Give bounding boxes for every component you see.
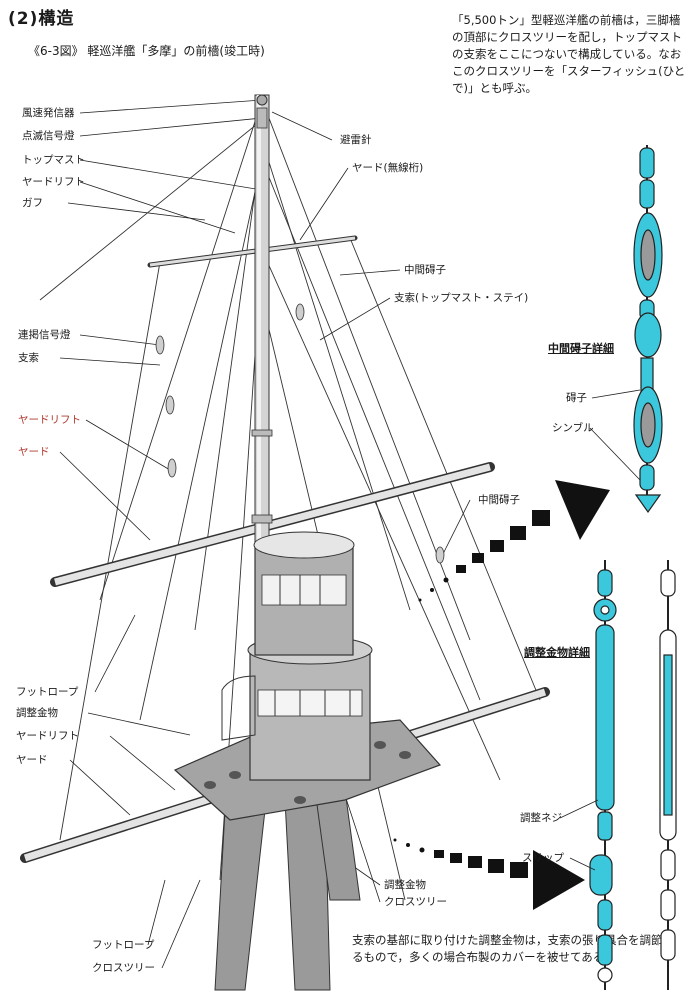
label-flashing-signal-lamp: 点滅信号燈 — [22, 130, 75, 142]
leader-lines — [59, 99, 471, 969]
label-gaff: ガフ — [22, 197, 43, 209]
arrow-to-turnbuckle — [393, 838, 585, 910]
label-signal-lamp-string: 連掲信号燈 — [18, 329, 71, 341]
upper-yard — [147, 235, 358, 268]
label-footrope-1: フットロープ — [16, 686, 79, 698]
turnbuckle-detail-title: 調整金物詳細 — [524, 646, 590, 659]
label-yard-2: ヤード — [16, 754, 48, 766]
insulator-detail-title: 中間碍子詳細 — [548, 342, 614, 355]
main-yard — [50, 462, 495, 587]
label-adjuster-1: 調整金物 — [16, 707, 58, 719]
label-yard-1: ヤード — [18, 446, 50, 458]
label-insulator-1: 中間碍子 — [404, 264, 446, 276]
label-topmast: トップマスト — [22, 154, 85, 166]
insulator-detail — [589, 145, 663, 514]
label-adjusting-screw: 調整ネジ — [520, 812, 562, 824]
section-title: (2)構造 — [8, 9, 75, 29]
label-yard-lift-3: ヤードリフト — [16, 730, 79, 742]
label-crosstree-1: クロスツリー — [92, 962, 155, 974]
label-slip: スリップ — [522, 852, 564, 864]
label-footrope-2: フットロープ — [92, 939, 155, 951]
tripod-legs — [214, 789, 361, 991]
insulators — [155, 303, 445, 564]
label-wireless-yard: ヤード(無線桁) — [352, 162, 424, 174]
figure-caption: 《6-3図》 軽巡洋艦「多摩」の前檣(竣工時) — [28, 44, 265, 58]
top-mast — [251, 94, 273, 546]
label-thimble: シンブル — [552, 422, 594, 434]
bottom-note: 支索の基部に取り付けた調整金物は，支索の張り具合を調節するもので，多くの場合布製… — [352, 933, 674, 964]
turnbuckle-detail — [559, 560, 677, 990]
label-insulator-2: 中間碍子 — [478, 494, 520, 506]
director-tower — [253, 531, 355, 656]
label-stay: 支索 — [18, 352, 39, 364]
label-yard-lift-1: ヤードリフト — [22, 176, 85, 188]
intro-note: 「5,500トン」型軽巡洋艦の前檣は，三脚檣の頂部にクロスツリーを配し，トップマ… — [452, 13, 686, 95]
label-wind-transmitter: 風速発信器 — [22, 107, 75, 119]
label-crosstree-2: クロスツリー — [384, 896, 447, 908]
label-topmast-stay: 支索(トップマスト・ステイ) — [394, 292, 529, 304]
label-yard-lift-2: ヤードリフト — [18, 414, 81, 426]
control-house — [221, 635, 373, 781]
label-adjuster-2: 調整金物 — [384, 879, 426, 891]
label-lightning-rod: 避雷針 — [340, 134, 372, 146]
arrow-to-insulator — [418, 480, 610, 602]
label-insulator-part: 碍子 — [566, 392, 587, 404]
